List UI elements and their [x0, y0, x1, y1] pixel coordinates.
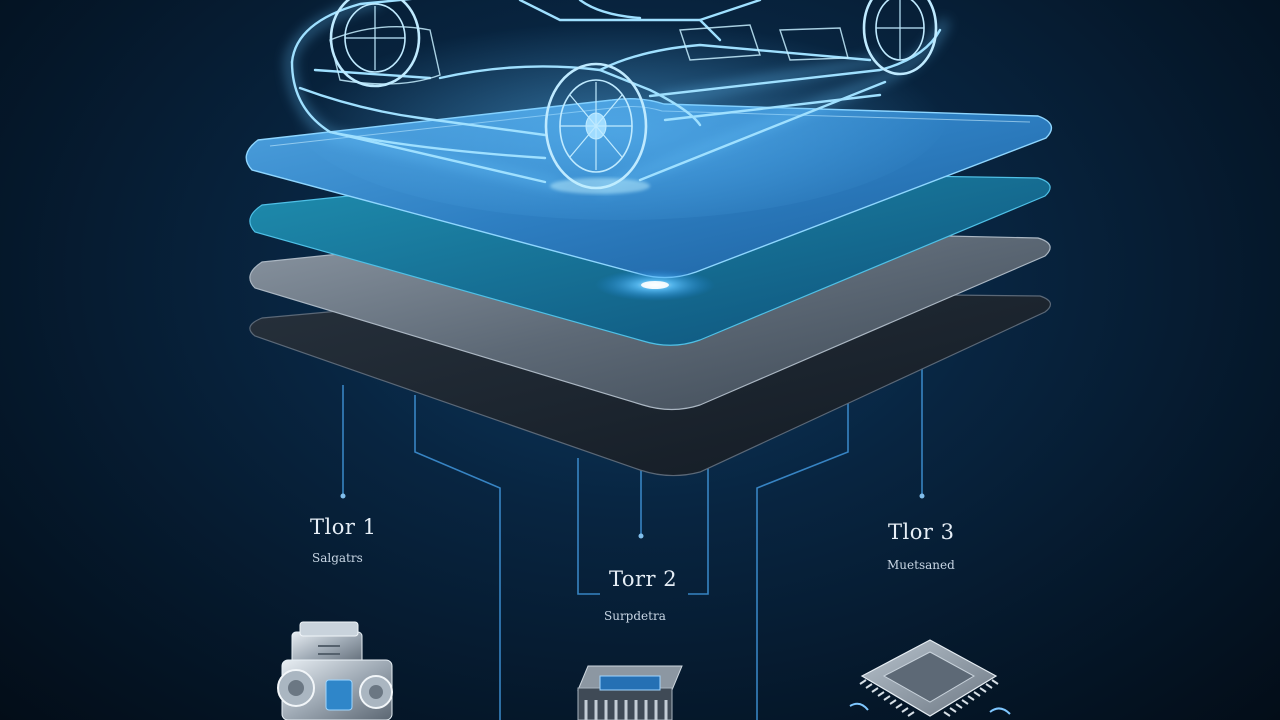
tier-1-subtitle: Salgatrs — [312, 551, 363, 565]
processor-icon — [849, 639, 1011, 717]
hologram-car-icon — [285, 0, 950, 220]
tier-3-title: Tlor 3 — [888, 520, 955, 544]
connector-node-tier-1 — [340, 493, 346, 499]
tier-1-title: Tlor 1 — [310, 515, 377, 539]
engine-icon — [277, 621, 393, 720]
connector-node-tier-2 — [638, 533, 644, 539]
chip-icon — [577, 665, 683, 720]
car-wheel-rear-left — [329, 0, 421, 88]
tier-3-subtitle: Muetsaned — [887, 558, 955, 572]
connector-node-tier-3 — [919, 493, 925, 499]
car-wheel-rear-right — [862, 0, 938, 76]
connector-branch-c — [688, 462, 709, 595]
connector-branch-a — [414, 395, 501, 720]
connector-lines — [340, 368, 925, 720]
tier-2-subtitle: Surpdetra — [604, 609, 666, 623]
car-wheel-front — [544, 62, 648, 190]
connector-branch-d — [756, 395, 849, 720]
tier-2-title: Torr 2 — [609, 567, 678, 591]
connector-branch-b — [577, 458, 600, 595]
